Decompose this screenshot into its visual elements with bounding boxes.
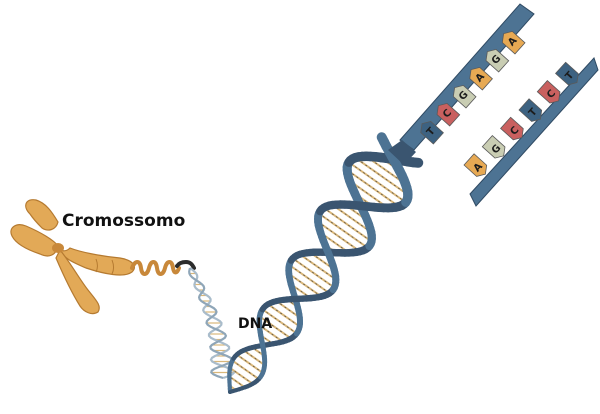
chromosome-arm-upper-left <box>26 200 58 230</box>
helix-rung <box>230 368 253 384</box>
helix-backbone-front <box>382 137 384 142</box>
chromosome-label: Cromossomo <box>62 211 185 231</box>
chromosome-centromere <box>52 243 64 253</box>
base-ladder <box>388 4 598 206</box>
helix-backbone-back <box>413 162 418 163</box>
uncoiling-strand <box>189 268 234 378</box>
dna-label: DNA <box>238 316 272 332</box>
chromosome-coil <box>132 262 179 274</box>
double-helix <box>229 137 418 392</box>
